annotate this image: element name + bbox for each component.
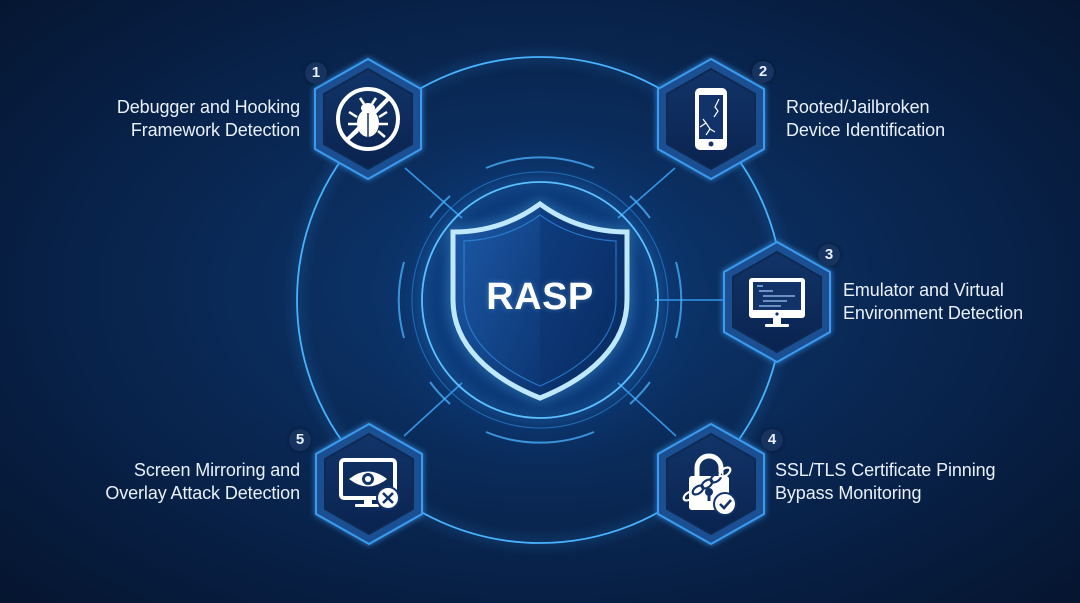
node-3-label-line1: Emulator and Virtual — [843, 280, 1004, 300]
inner-arcs — [397, 156, 683, 444]
cracked-phone-icon — [695, 88, 727, 150]
node-3-hexagon — [723, 240, 831, 364]
node-2-label: Rooted/Jailbroken Device Identification — [786, 96, 945, 142]
node-4-label-line2: Bypass Monitoring — [775, 483, 922, 503]
monitor-code-icon — [749, 278, 805, 327]
node-4-label-line1: SSL/TLS Certificate Pinning — [775, 460, 996, 480]
node-1-label-line1: Debugger and Hooking — [116, 97, 300, 117]
monitor-eye-x-icon — [339, 458, 400, 510]
node-3-label-line2: Environment Detection — [843, 303, 1023, 323]
node-1-label: Debugger and Hooking Framework Detection — [117, 96, 300, 142]
node-3-label: Emulator and Virtual Environment Detecti… — [843, 279, 1023, 325]
node-5-label-line1: Screen Mirroring and — [133, 460, 300, 480]
node-3-badge: 3 — [818, 244, 840, 266]
shield-icon — [450, 200, 630, 402]
no-bug-icon — [336, 87, 400, 151]
center-title: RASP — [486, 276, 594, 318]
node-2-label-line1: Rooted/Jailbroken — [786, 97, 930, 117]
node-5-badge: 5 — [289, 429, 311, 451]
node-1-label-line2: Framework Detection — [130, 120, 300, 140]
chained-lock-check-icon — [682, 453, 737, 516]
node-5-label: Screen Mirroring and Overlay Attack Dete… — [105, 459, 300, 505]
node-2-hexagon — [657, 57, 765, 181]
node-4-hexagon — [657, 422, 765, 546]
connector-lines — [403, 167, 727, 437]
node-5-hexagon — [315, 422, 423, 546]
inner-ring — [421, 181, 659, 419]
node-2-label-line2: Device Identification — [786, 120, 945, 140]
node-5-label-line2: Overlay Attack Detection — [105, 483, 300, 503]
node-4-badge: 4 — [761, 429, 783, 451]
node-1-hexagon — [314, 57, 422, 181]
node-1-badge: 1 — [305, 62, 327, 84]
node-2-badge: 2 — [752, 61, 774, 83]
node-4-label: SSL/TLS Certificate Pinning Bypass Monit… — [775, 459, 996, 505]
